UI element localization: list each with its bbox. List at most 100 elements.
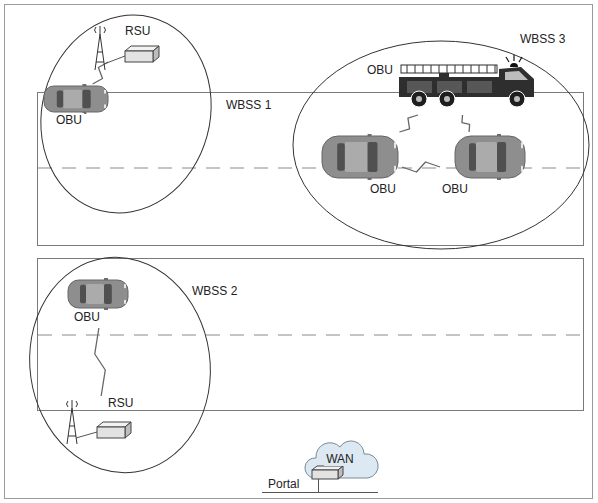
ladder-rung [447, 65, 448, 73]
truck-compartment [467, 81, 492, 93]
wbss-label: WBSS 1 [224, 98, 273, 112]
rsu-device-side [125, 422, 131, 438]
car-headlight [394, 142, 396, 148]
car-headlight [104, 90, 106, 94]
car-headlight [521, 166, 523, 172]
antenna-waves [95, 27, 106, 33]
truck-hub [444, 96, 450, 102]
frame [5, 5, 593, 499]
ladder-rung [431, 65, 432, 73]
rsu-cable [76, 432, 97, 438]
wireless-link [93, 62, 109, 84]
car-body [455, 136, 525, 178]
lane-marking [38, 334, 583, 336]
car-windshield [104, 284, 112, 304]
node-label: OBU [440, 182, 470, 196]
node-label: OBU [54, 113, 84, 127]
truck-window [505, 71, 528, 80]
obu-car: OBU [320, 132, 402, 202]
portal-device-front [312, 470, 338, 479]
car-body [322, 136, 398, 178]
obu-car: OBU [42, 84, 112, 128]
truck-hub [514, 96, 520, 102]
truck-ladder-support [439, 73, 449, 78]
ladder-rung [439, 65, 440, 73]
node-label: OBU [365, 63, 395, 77]
warning-ray [513, 55, 514, 61]
rsu-unit: RSU [85, 22, 160, 62]
ladder-rung [495, 65, 496, 73]
wireless-link [462, 115, 470, 132]
ladder-rung [455, 65, 456, 73]
node-label: OBU [368, 182, 398, 196]
node-label: WAN [324, 452, 356, 466]
wireless-link [399, 115, 418, 132]
road [38, 259, 584, 411]
car-rear-window [337, 143, 345, 171]
ladder-rung [415, 65, 416, 73]
wbss-outline [293, 41, 589, 249]
rsu-device-front [97, 427, 125, 438]
car-roof [63, 90, 82, 109]
car-windshield [497, 142, 506, 172]
truck-wheel [439, 91, 455, 107]
warning-light [510, 63, 518, 67]
car-roof [345, 142, 368, 172]
rsu-cable [104, 56, 125, 64]
cloud-outline [305, 441, 378, 478]
ladder-rung [471, 65, 472, 73]
car-rear-window [80, 285, 86, 303]
antenna-mast [95, 26, 105, 70]
ladder-rung [487, 65, 488, 73]
car-roof [476, 142, 497, 172]
car-headlight [104, 104, 106, 108]
wbss-outline [19, 0, 233, 232]
warning-ray [519, 57, 522, 62]
node-label: OBU [72, 310, 102, 324]
portal-wire [262, 492, 378, 493]
truck-wheel [411, 91, 427, 107]
car-body [44, 86, 108, 112]
car-roof [86, 284, 104, 304]
wireless-link [402, 162, 440, 172]
car-headlight [394, 166, 396, 172]
car-rear-window [469, 143, 476, 171]
ladder-rung [423, 65, 424, 73]
ladder-rung [463, 65, 464, 73]
ladder-rung [479, 65, 480, 73]
truck-hub [416, 96, 422, 102]
antenna-waves [67, 401, 78, 407]
car-headlight [521, 142, 523, 148]
rsu-device-front [125, 51, 153, 62]
rsu-device-side [153, 46, 159, 62]
wireless-link [95, 328, 106, 396]
truck-ladder [401, 65, 497, 73]
truck-wheel [509, 91, 525, 107]
wbss-ellipse: WBSS 2OBURSU [28, 254, 214, 474]
wbss-outline [16, 246, 224, 485]
car-windshield [82, 90, 90, 109]
antenna-mast [67, 400, 77, 444]
ladder-rung [407, 65, 408, 73]
wbss-label: WBSS 3 [518, 32, 567, 46]
road [38, 93, 584, 246]
obu-car: OBU [64, 276, 132, 328]
wbss-ellipse: WBSS 3OBUOBUOBU [290, 38, 592, 252]
portal-label: Portal [266, 477, 301, 491]
wbss-ellipse: WBSS 1RSUOBU [38, 14, 222, 214]
node-label: RSU [106, 396, 135, 410]
obu-fire-truck: OBU [365, 55, 537, 115]
wbss-label: WBSS 2 [190, 284, 239, 298]
wan-cloud: WAN [300, 438, 380, 484]
portal-device-side [338, 466, 343, 479]
node-label: RSU [123, 24, 152, 38]
car-windshield [368, 142, 378, 172]
car-rear-window [57, 90, 63, 107]
car-headlight [124, 284, 126, 288]
label-holder: Portal [266, 477, 301, 491]
obu-car: OBU [440, 132, 525, 202]
car-body [68, 280, 128, 308]
car-headlight [124, 300, 126, 304]
rsu-unit: RSU [62, 396, 142, 446]
